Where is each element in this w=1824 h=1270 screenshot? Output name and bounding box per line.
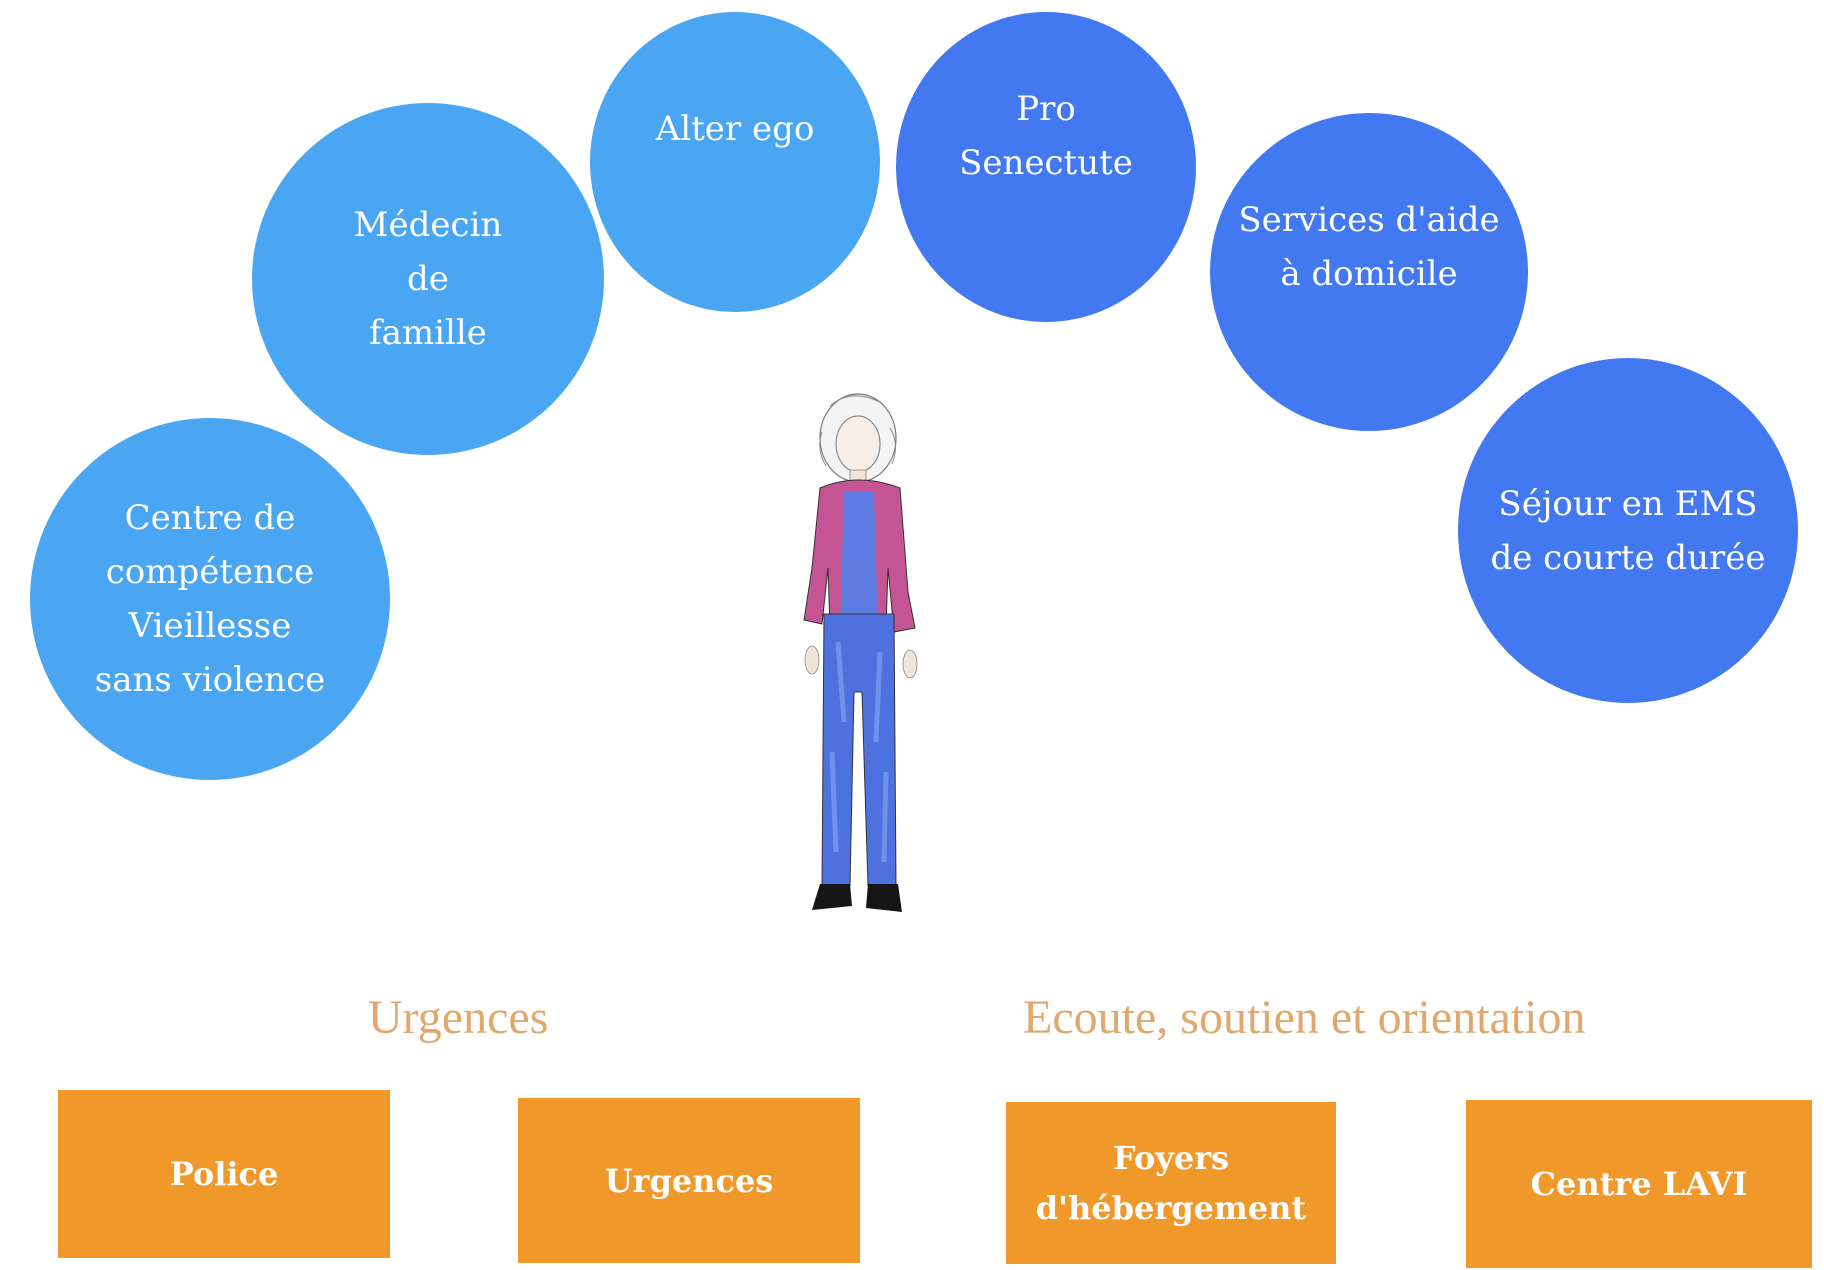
section-title-urgences: Urgences — [368, 991, 549, 1044]
bubble-pro-senectute[interactable]: Pro Senectute — [896, 12, 1196, 322]
bubble-label: Médecin de famille — [353, 205, 503, 353]
bubble-label: Séjour en EMS de courte durée — [1490, 483, 1766, 578]
bubble-label: Services d'aide à domicile — [1238, 200, 1500, 294]
box-label: Urgences — [604, 1161, 774, 1200]
box-label: Police — [169, 1155, 279, 1193]
section-title-ecoute: Ecoute, soutien et orientation — [1023, 991, 1586, 1044]
box-label: Centre LAVI — [1530, 1165, 1748, 1203]
bubble-medecin-famille[interactable]: Médecin de famille — [252, 103, 604, 455]
centre-lavi-button[interactable]: Centre LAVI — [1466, 1100, 1812, 1268]
box-label: Foyers d'hébergement — [1035, 1139, 1307, 1227]
bubble-services-aide-domicile[interactable]: Services d'aide à domicile — [1210, 113, 1528, 431]
bubble-centre-competence[interactable]: Centre de compétence Vieillesse sans vio… — [30, 418, 390, 780]
elderly-woman-illustration — [803, 393, 918, 912]
bubble-label: Pro Senectute — [959, 89, 1133, 183]
bubble-alter-ego[interactable]: Alter ego — [590, 12, 880, 312]
bubble-sejour-ems[interactable]: Séjour en EMS de courte durée — [1458, 358, 1798, 703]
foyers-hebergement-button[interactable]: Foyers d'hébergement — [1006, 1102, 1336, 1264]
bubble-label: Alter ego — [655, 109, 815, 149]
urgences-button[interactable]: Urgences — [518, 1098, 860, 1263]
bubble-label: Centre de compétence Vieillesse sans vio… — [94, 498, 326, 700]
police-button[interactable]: Police — [58, 1090, 390, 1258]
